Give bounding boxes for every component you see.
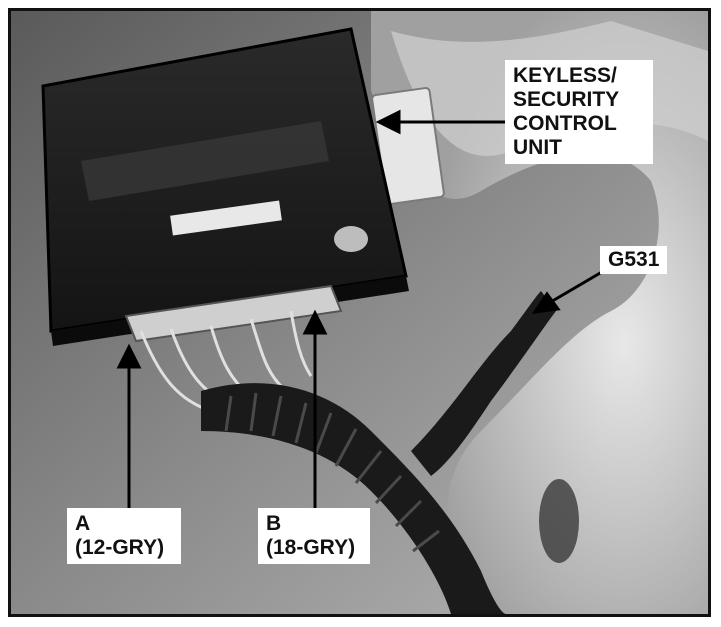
- label-line: (18-GRY): [266, 536, 356, 559]
- label-g531: G531: [600, 246, 668, 274]
- wire-harness: [201, 383, 506, 614]
- arrow-a: [116, 343, 142, 511]
- connector-block: [124, 284, 343, 343]
- label-line: UNIT: [513, 136, 562, 159]
- label-connector-a: A (12-GRY): [67, 508, 181, 564]
- control-unit-label: [170, 200, 282, 236]
- hole-shadow: [539, 479, 579, 563]
- cloth-area: [371, 11, 708, 614]
- wires: [139, 310, 313, 413]
- label-line: SECURITY: [513, 88, 620, 111]
- label-line: G531: [608, 248, 660, 271]
- label-line: (12-GRY): [75, 536, 165, 559]
- label-line: A: [75, 512, 91, 535]
- harness-branch: [411, 291, 556, 476]
- control-unit-panel: [81, 121, 329, 201]
- label-connector-b: B (18-GRY): [258, 508, 370, 564]
- label-line: CONTROL: [513, 112, 617, 135]
- arrow-keyless: [375, 109, 508, 135]
- arrow-b: [302, 309, 328, 511]
- label-line: B: [266, 512, 282, 535]
- arrow-g531: [531, 267, 608, 314]
- control-unit-dot: [334, 226, 368, 252]
- label-keyless-security-control-unit: KEYLESS/ SECURITY CONTROL UNIT: [505, 60, 653, 164]
- harness-ribs: [224, 392, 440, 553]
- label-line: KEYLESS/: [513, 64, 617, 87]
